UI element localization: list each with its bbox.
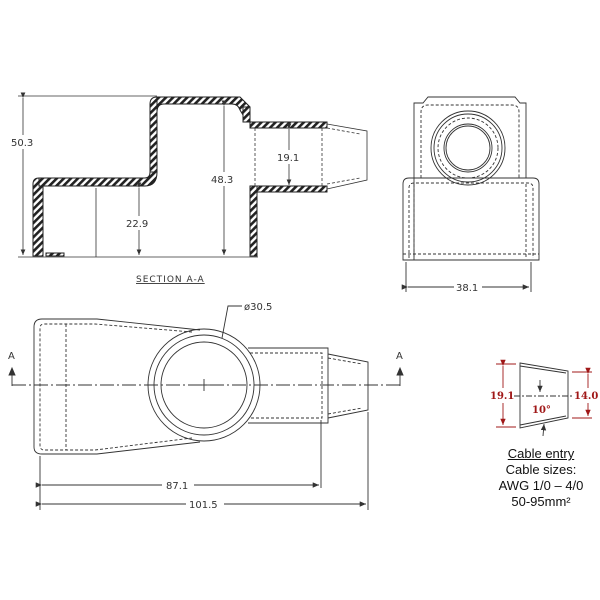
note-line1: Cable sizes: bbox=[505, 462, 577, 477]
detail-taper: 10° bbox=[532, 405, 551, 416]
top-view bbox=[8, 305, 404, 510]
detail-large-dia: 19.1 bbox=[490, 391, 514, 402]
note-title: Cable entry bbox=[507, 446, 575, 461]
section-title: SECTION A-A bbox=[136, 275, 205, 285]
dim-entry-dia: 19.1 bbox=[277, 153, 299, 164]
dim-length-inner: 87.1 bbox=[166, 481, 188, 492]
section-view bbox=[32, 96, 328, 257]
section-mark-right: A bbox=[396, 351, 403, 362]
note-line2: AWG 1/0 – 4/0 bbox=[498, 478, 584, 493]
dim-length-overall: 101.5 bbox=[189, 500, 218, 511]
dim-overall-height: 50.3 bbox=[11, 138, 33, 149]
dim-lower-height: 22.9 bbox=[126, 219, 148, 230]
cable-entry-detail bbox=[496, 359, 592, 437]
dim-hole-dia: ø30.5 bbox=[244, 302, 272, 313]
note-line3: 50-95mm² bbox=[511, 494, 571, 509]
end-view bbox=[401, 96, 540, 292]
cable-note: Cable entry Cable sizes: AWG 1/0 – 4/0 5… bbox=[486, 446, 596, 510]
dim-width: 38.1 bbox=[456, 283, 478, 294]
dim-inner-height: 48.3 bbox=[211, 175, 233, 186]
detail-small-dia: 14.0 bbox=[574, 391, 598, 402]
section-mark-left: A bbox=[8, 351, 15, 362]
